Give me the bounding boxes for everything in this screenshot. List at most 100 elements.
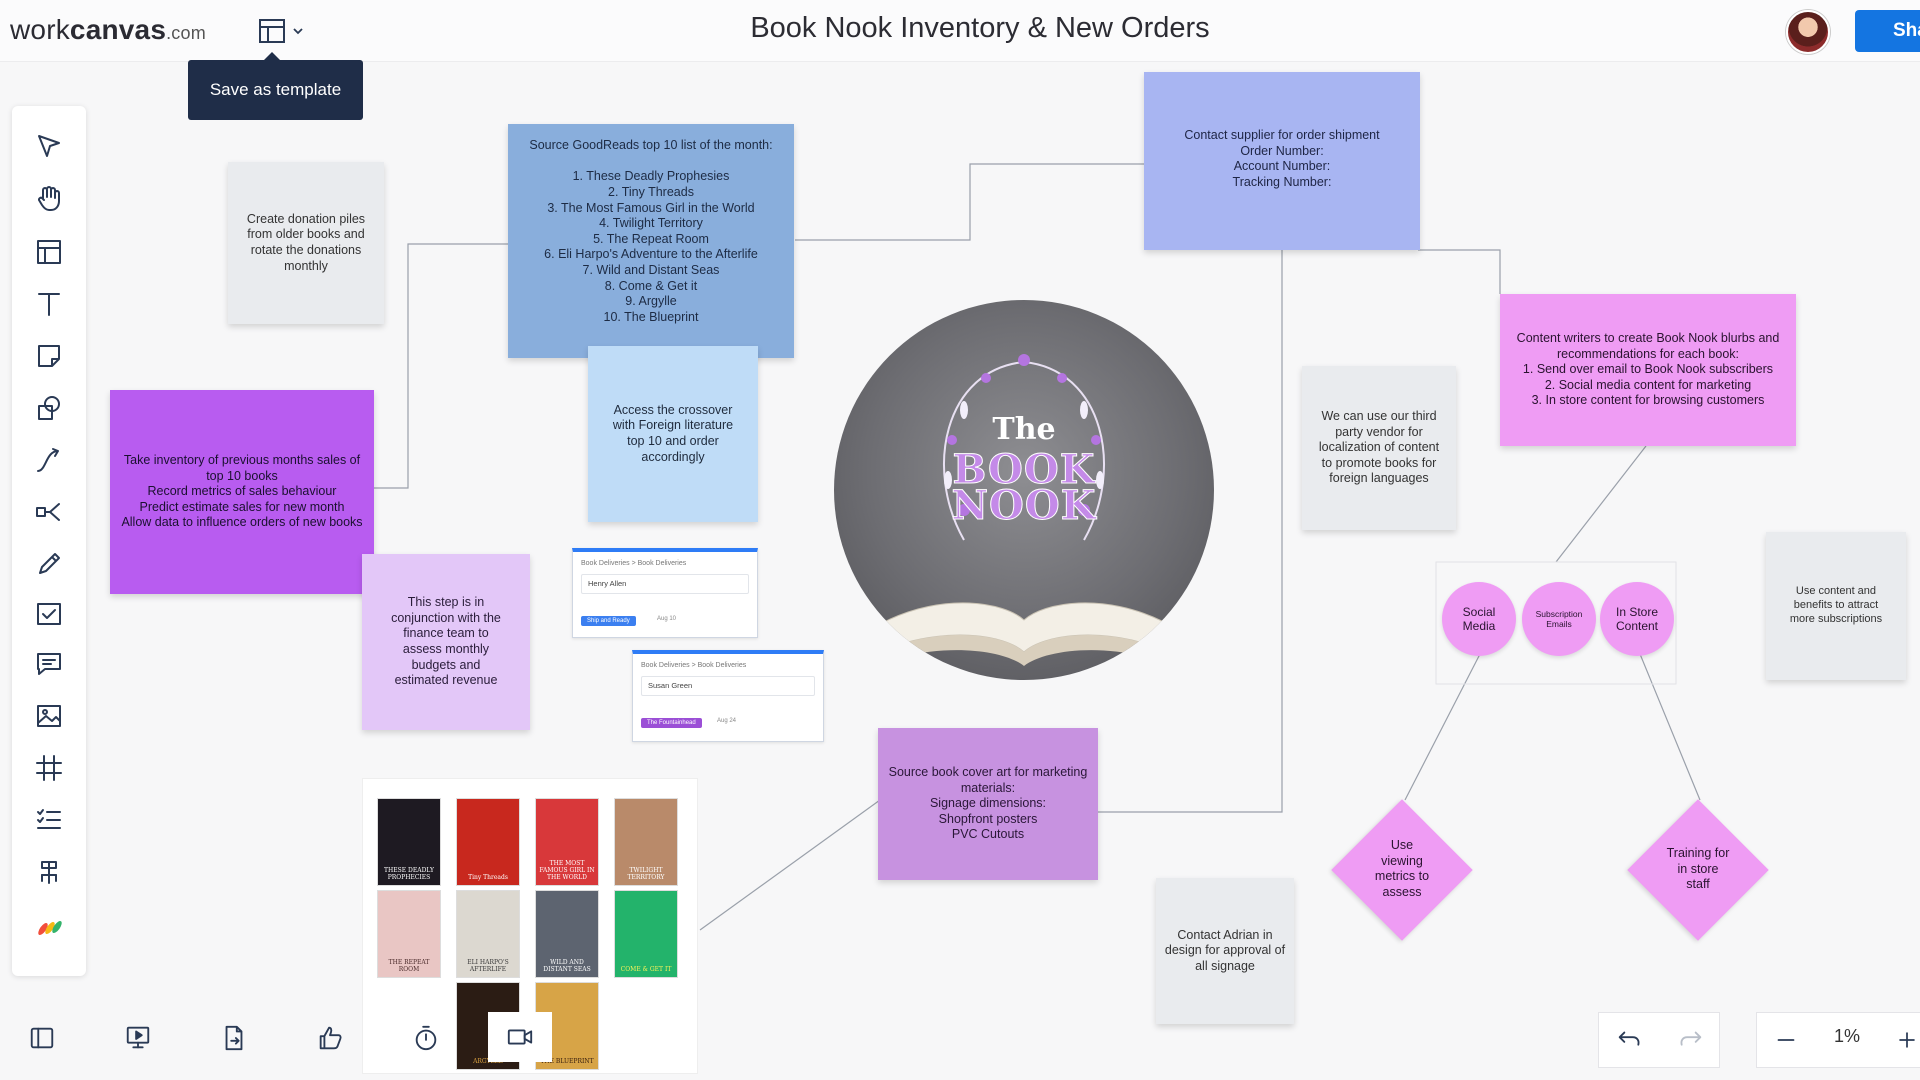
open-book-icon bbox=[883, 602, 1165, 666]
plus-icon bbox=[1899, 1032, 1915, 1048]
shapes-icon bbox=[38, 396, 60, 420]
sticky-cover-art[interactable]: Source book cover art for marketing mate… bbox=[878, 728, 1098, 880]
thumbs-up-icon bbox=[319, 1026, 342, 1050]
connector-goodreads-supplier bbox=[795, 163, 1146, 241]
avatar[interactable] bbox=[1786, 10, 1830, 54]
card-breadcrumb: Book Deliveries > Book Deliveries bbox=[581, 560, 687, 567]
select-tool[interactable] bbox=[29, 126, 69, 166]
panel-icon bbox=[30, 1027, 54, 1049]
frame-icon bbox=[37, 240, 61, 264]
save-template-button[interactable] bbox=[258, 14, 310, 48]
book-cover[interactable]: THE REPEAT ROOM bbox=[377, 890, 441, 978]
hand-icon bbox=[38, 186, 60, 211]
video-button[interactable] bbox=[488, 1012, 552, 1062]
sticky-finance[interactable]: This step is in conjunction with the fin… bbox=[362, 554, 530, 730]
book-cover[interactable]: COME & GET IT bbox=[614, 890, 678, 978]
book-cover[interactable]: THE MOST FAMOUS GIRL IN THE WORLD bbox=[535, 798, 599, 886]
sticky-adrian[interactable]: Contact Adrian in design for approval of… bbox=[1156, 878, 1294, 1024]
undo-button[interactable] bbox=[1608, 1020, 1650, 1060]
frame-tool[interactable] bbox=[29, 232, 69, 272]
book-cover[interactable]: WILD AND DISTANT SEAS bbox=[535, 890, 599, 978]
zoom-out-button[interactable] bbox=[1766, 1020, 1806, 1060]
minus-icon bbox=[1777, 1039, 1795, 1041]
like-button[interactable] bbox=[310, 1018, 350, 1058]
diamond-training[interactable]: Training for in store staff bbox=[1627, 799, 1769, 941]
chart-icon bbox=[41, 861, 57, 884]
chart-tool[interactable] bbox=[29, 852, 69, 892]
sticky-note-tool[interactable] bbox=[29, 336, 69, 376]
book-cover[interactable]: Tiny Threads bbox=[456, 798, 520, 886]
text-icon bbox=[38, 293, 60, 316]
task-icon bbox=[37, 603, 61, 625]
sticky-note-icon bbox=[38, 345, 60, 367]
present-icon bbox=[126, 1026, 150, 1049]
task-tool[interactable] bbox=[29, 594, 69, 634]
sticky-supplier[interactable]: Contact supplier for order shipment Orde… bbox=[1144, 72, 1420, 250]
sticky-donation[interactable]: Create donation piles from older books a… bbox=[228, 162, 384, 324]
apps-tool[interactable] bbox=[29, 906, 69, 946]
floral-wreath-icon bbox=[943, 354, 1105, 541]
panel-toggle-button[interactable] bbox=[22, 1018, 62, 1058]
timer-button[interactable] bbox=[406, 1018, 446, 1058]
pen-icon bbox=[39, 553, 60, 574]
hand-tool[interactable] bbox=[29, 178, 69, 218]
top-header bbox=[0, 0, 1920, 62]
card-date: Aug 24 bbox=[717, 718, 737, 724]
board-title[interactable]: Book Nook Inventory & New Orders bbox=[750, 12, 1210, 44]
card-assignee[interactable]: Henry Allen bbox=[581, 574, 749, 594]
circle-in-store-content[interactable]: In Store Content bbox=[1600, 582, 1674, 656]
text-tool[interactable] bbox=[29, 284, 69, 324]
left-toolbar bbox=[12, 106, 86, 976]
task-card-1[interactable]: Book Deliveries > Book Deliveries Henry … bbox=[572, 548, 758, 638]
shapes-tool[interactable] bbox=[29, 388, 69, 428]
sticky-content-writers[interactable]: Content writers to create Book Nook blur… bbox=[1500, 294, 1796, 446]
connector-social-metrics bbox=[1404, 653, 1481, 801]
redo-button[interactable] bbox=[1670, 1020, 1712, 1060]
book-nook-logo-image[interactable]: The BOOK NOOK bbox=[834, 300, 1214, 680]
book-nook-nook: NOOK bbox=[951, 482, 1097, 530]
comment-icon bbox=[37, 653, 61, 675]
chevron-down-icon bbox=[293, 28, 303, 35]
share-button[interactable]: Shar bbox=[1855, 10, 1920, 52]
circle-social-media[interactable]: Social Media bbox=[1442, 582, 1516, 656]
sticky-subscriptions[interactable]: Use content and benefits to attract more… bbox=[1766, 532, 1906, 680]
zoom-in-button[interactable] bbox=[1894, 1020, 1920, 1060]
sticky-inventory[interactable]: Take inventory of previous months sales … bbox=[110, 390, 374, 594]
pen-tool[interactable] bbox=[29, 544, 69, 584]
sticky-goodreads[interactable]: Source GoodReads top 10 list of the mont… bbox=[508, 124, 794, 358]
list-tool[interactable] bbox=[29, 800, 69, 840]
present-button[interactable] bbox=[118, 1018, 158, 1058]
mindmap-tool[interactable] bbox=[29, 492, 69, 532]
logo[interactable]: workcanvas.com bbox=[10, 14, 206, 45]
card-tag: The Fountainhead bbox=[641, 718, 702, 728]
image-tool[interactable] bbox=[29, 696, 69, 736]
connector-tool[interactable] bbox=[29, 440, 69, 480]
export-button[interactable] bbox=[214, 1018, 254, 1058]
comment-tool[interactable] bbox=[29, 644, 69, 684]
connector-content-diagram bbox=[1555, 445, 1647, 563]
book-nook-the: The bbox=[992, 412, 1056, 447]
export-icon bbox=[225, 1025, 243, 1051]
undo-redo-group bbox=[1598, 1012, 1720, 1068]
select-icon bbox=[38, 135, 60, 157]
card-tag: Ship and Ready bbox=[581, 616, 636, 626]
card-date: Aug 10 bbox=[657, 616, 677, 622]
sticky-vendor[interactable]: We can use our third party vendor for lo… bbox=[1302, 366, 1456, 530]
connector-icon bbox=[37, 448, 59, 472]
timer-icon bbox=[415, 1025, 437, 1051]
zoom-level[interactable]: 1% bbox=[1833, 1026, 1860, 1046]
video-icon bbox=[507, 1029, 533, 1045]
template-icon bbox=[259, 19, 285, 43]
book-cover[interactable]: ELI HARPO'S AFTERLIFE bbox=[456, 890, 520, 978]
book-cover[interactable]: TWILIGHT TERRITORY bbox=[614, 798, 678, 886]
book-cover[interactable]: THESE DEADLY PROPHECIES bbox=[377, 798, 441, 886]
sticky-crossover[interactable]: Access the crossover with Foreign litera… bbox=[588, 346, 758, 522]
grid-icon bbox=[36, 755, 62, 781]
circle-subscription-emails[interactable]: Subscription Emails bbox=[1522, 582, 1596, 656]
diamond-viewing-metrics[interactable]: Use viewing metrics to assess bbox=[1331, 799, 1473, 941]
image-icon bbox=[37, 705, 61, 727]
card-assignee[interactable]: Susan Green bbox=[641, 676, 815, 696]
grid-tool[interactable] bbox=[29, 748, 69, 788]
connector-inventory-goodreads bbox=[372, 243, 510, 489]
task-card-2[interactable]: Book Deliveries > Book Deliveries Susan … bbox=[632, 650, 824, 742]
